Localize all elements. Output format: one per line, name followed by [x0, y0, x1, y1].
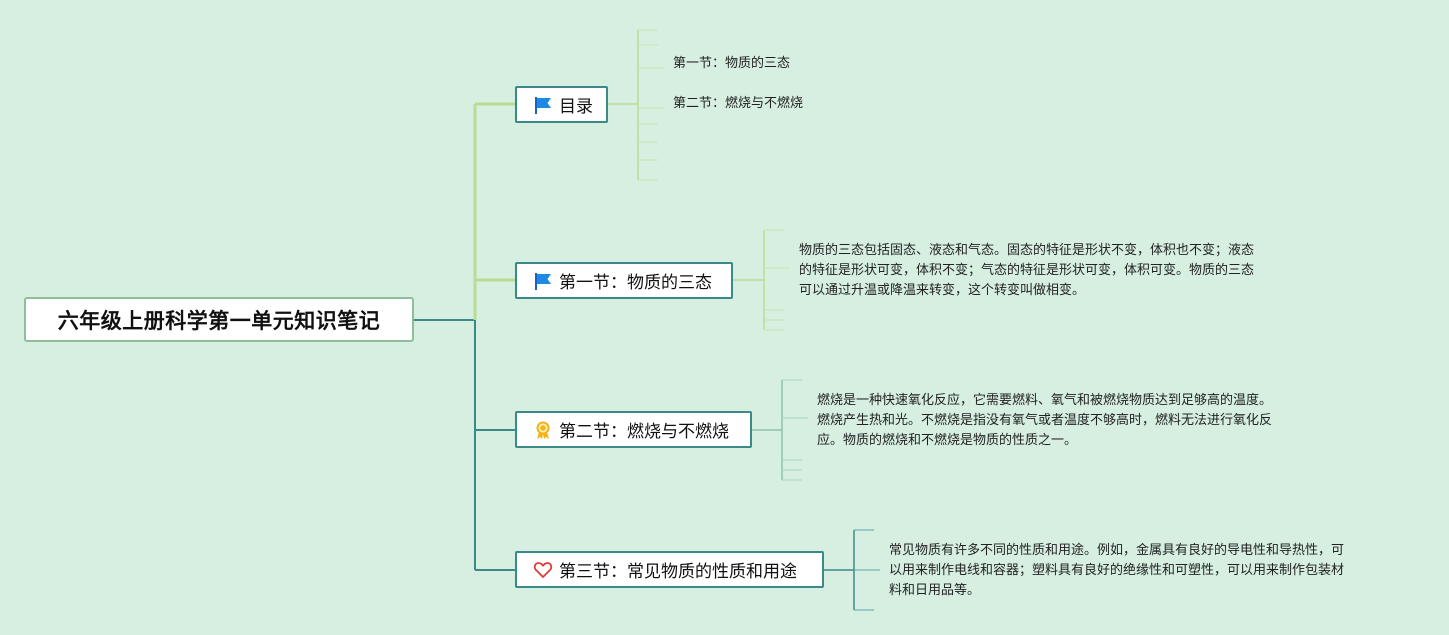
branch-label-toc: 目录 — [559, 97, 593, 117]
section-2-note-line: 应。物质的燃烧和不燃烧是物质的性质之一。 — [817, 433, 1078, 448]
toc-item-section-2[interactable]: 第二节：燃烧与不燃烧 — [673, 96, 804, 111]
branch-node-section-2[interactable]: 第二节：燃烧与不燃烧 — [515, 411, 752, 448]
blue-flag-icon — [533, 271, 553, 291]
section-3-note: 常见物质有许多不同的性质和用途。例如，金属具有良好的导电性和导热性，可 以用来制… — [889, 541, 1344, 601]
root-topic[interactable]: 六年级上册科学第一单元知识笔记 — [24, 297, 414, 342]
blue-flag-icon — [533, 95, 553, 115]
section-1-note-line: 可以通过升温或降温来转变，这个转变叫做相变。 — [799, 283, 1086, 298]
section-2-note-line: 燃烧是一种快速氧化反应，它需要燃料、氧气和被燃烧物质达到足够高的温度。 — [817, 393, 1273, 408]
root-topic-title: 六年级上册科学第一单元知识笔记 — [57, 308, 381, 333]
toc-item-section-1[interactable]: 第一节：物质的三态 — [673, 56, 791, 71]
section-1-note-line: 物质的三态包括固态、液态和气态。固态的特征是形状不变，体积也不变；液态 — [799, 243, 1255, 258]
award-ribbon-icon — [533, 420, 553, 440]
branch-label-section-3: 第三节：常见物质的性质和用途 — [559, 562, 797, 582]
section-2-note-line: 燃烧产生热和光。不燃烧是指没有氧气或者温度不够高时，燃料无法进行氧化反 — [817, 413, 1273, 428]
branch-node-section-1[interactable]: 第一节：物质的三态 — [515, 262, 733, 299]
branch-node-section-3[interactable]: 第三节：常见物质的性质和用途 — [515, 551, 824, 588]
branch-label-section-2: 第二节：燃烧与不燃烧 — [559, 422, 729, 442]
section-2-note: 燃烧是一种快速氧化反应，它需要燃料、氧气和被燃烧物质达到足够高的温度。 燃烧产生… — [817, 391, 1272, 451]
section-1-note-line: 的特征是形状可变，体积不变；气态的特征是形状可变，体积可变。物质的三态 — [799, 263, 1255, 278]
section-3-note-line: 料和日用品等。 — [889, 583, 981, 598]
heart-icon — [533, 560, 553, 580]
section-3-note-line: 以用来制作电线和容器；塑料具有良好的绝缘性和可塑性，可以用来制作包装材 — [889, 563, 1345, 578]
branch-label-section-1: 第一节：物质的三态 — [559, 273, 712, 293]
section-3-note-line: 常见物质有许多不同的性质和用途。例如，金属具有良好的导电性和导热性，可 — [889, 543, 1345, 558]
section-1-note: 物质的三态包括固态、液态和气态。固态的特征是形状不变，体积也不变；液态 的特征是… — [799, 241, 1254, 301]
branch-node-toc[interactable]: 目录 — [515, 86, 608, 123]
